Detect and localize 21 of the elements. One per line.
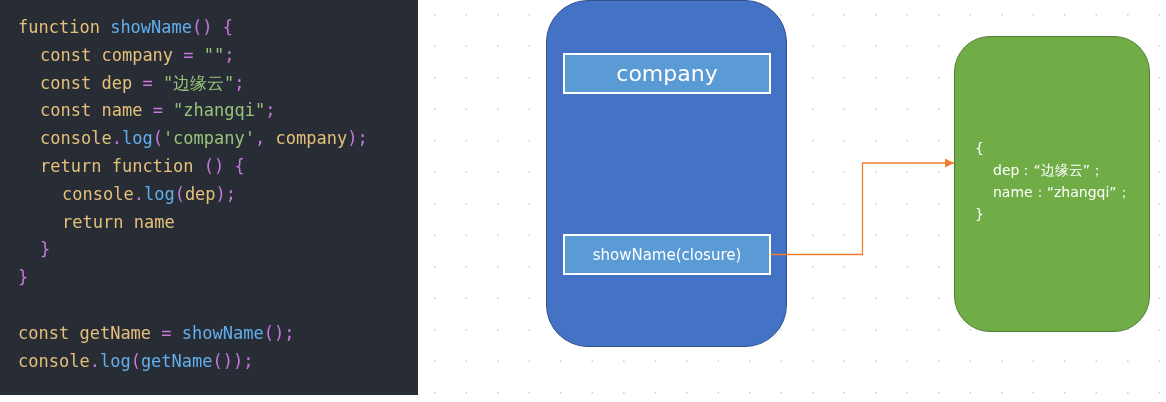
closure-box: showName(closure) — [563, 234, 771, 275]
code-line: const name = "zhangqi"; — [40, 99, 276, 123]
code-text-line: dep：“边缘云”； — [992, 161, 1105, 180]
code-line: console.log(getName()); — [18, 349, 254, 373]
code-text-line: { — [975, 139, 985, 158]
code-text-line: } — [975, 205, 985, 224]
memory-block — [546, 0, 787, 347]
closure-scope-block — [954, 36, 1150, 332]
code-line: const company = ""; — [40, 43, 235, 67]
variable-box: company — [563, 53, 771, 94]
code-text-line: name：“zhangqi”； — [992, 183, 1132, 202]
code-line: } — [40, 238, 51, 262]
code-line: console.log(dep); — [62, 182, 237, 206]
code-line: const getName = showName(); — [18, 321, 295, 345]
code-line: const dep = "边缘云"; — [40, 71, 245, 95]
arrow — [770, 158, 955, 256]
code-line: console.log('company', company); — [40, 127, 368, 151]
code-line: return function () { — [40, 155, 245, 178]
code-line: return name — [62, 210, 175, 234]
code-line: function showName() { — [18, 16, 233, 39]
code-line: } — [18, 266, 29, 290]
